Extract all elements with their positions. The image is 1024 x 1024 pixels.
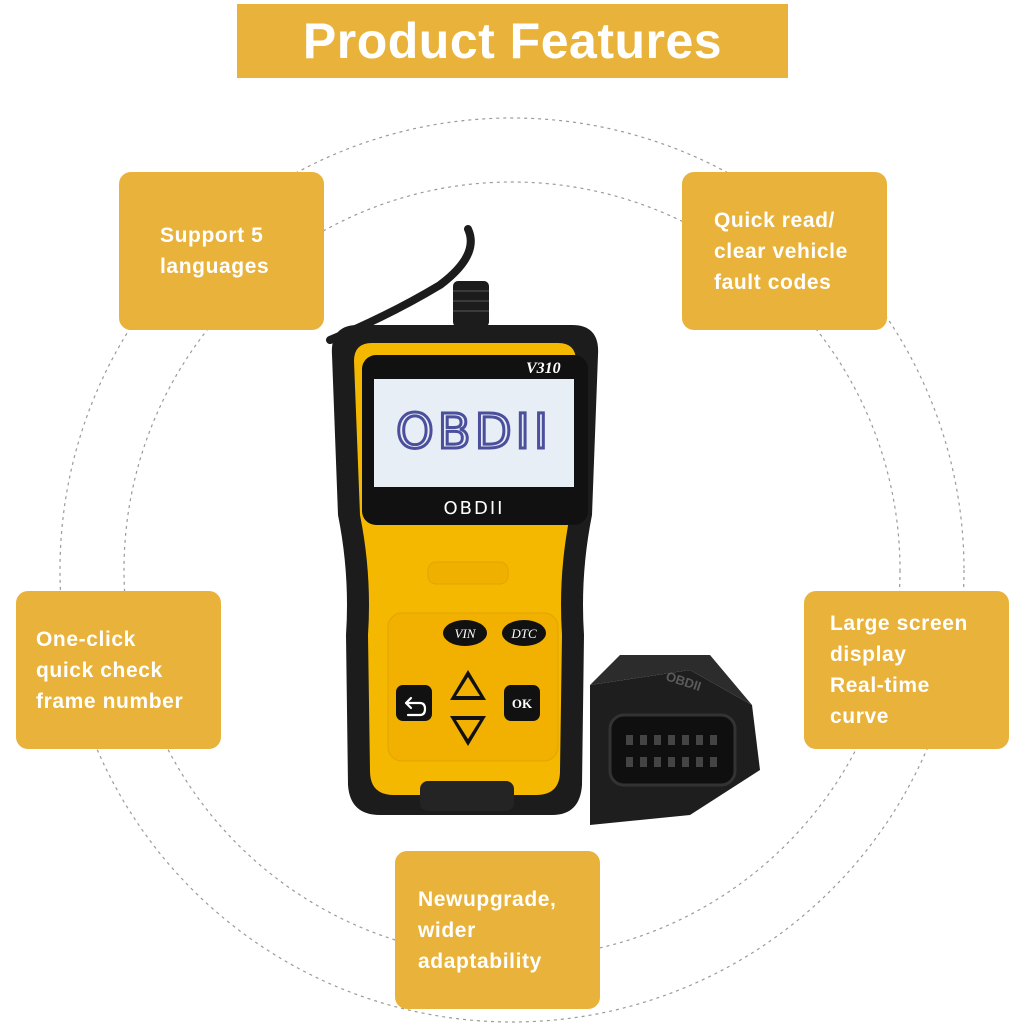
- cable-strain-relief: [453, 281, 489, 327]
- outer-dashed-ring: [59, 117, 965, 1023]
- model-label: V310: [526, 360, 561, 377]
- pin: [654, 735, 661, 745]
- return-arrow-icon: [404, 696, 427, 717]
- pin: [696, 757, 703, 767]
- pin: [640, 735, 647, 745]
- triangle-down-inner: [456, 720, 480, 739]
- feature-box-frame-number: One-click quick check frame number: [16, 591, 221, 749]
- vin-button-label: VIN: [455, 626, 477, 641]
- pin: [640, 757, 647, 767]
- pin: [668, 735, 675, 745]
- feature-line: Quick read/: [714, 208, 835, 232]
- feature-line: frame number: [36, 689, 184, 713]
- connector-top: [590, 655, 752, 705]
- pin: [710, 735, 717, 745]
- pin: [682, 735, 689, 745]
- connector-port: [608, 713, 737, 787]
- pin: [626, 735, 633, 745]
- pin: [668, 757, 675, 767]
- feature-line: Newupgrade,: [418, 887, 557, 911]
- lcd-screen: [374, 379, 574, 487]
- down-button[interactable]: [450, 716, 486, 746]
- ok-button-label: OK: [512, 696, 533, 711]
- feature-line: languages: [160, 255, 270, 278]
- cable: [326, 225, 475, 344]
- feature-box-large-screen: Large screen display Real-time curve: [804, 591, 1009, 749]
- pin: [696, 735, 703, 745]
- connector-pins: [626, 735, 717, 767]
- feature-box-adaptability: Newupgrade, wider adaptability: [395, 851, 600, 1009]
- bottom-foot: [420, 781, 514, 811]
- pin: [626, 757, 633, 767]
- bezel-logo: OBDII: [444, 498, 505, 519]
- vin-button[interactable]: VIN: [443, 620, 487, 646]
- screen-logo: OBDII: [396, 404, 552, 460]
- feature-line: Real-time: [830, 674, 930, 697]
- feature-line: curve: [830, 705, 890, 728]
- title-banner: Product Features: [237, 4, 788, 78]
- triangle-up-inner: [456, 677, 480, 696]
- dtc-button[interactable]: DTC: [502, 620, 546, 646]
- page-title: Product Features: [302, 13, 723, 69]
- up-button[interactable]: [450, 670, 486, 700]
- feature-line: display: [830, 643, 907, 666]
- pin: [682, 757, 689, 767]
- feature-box-languages: Support 5 languages: [119, 172, 324, 330]
- feature-line: wider: [418, 918, 476, 942]
- feature-box-fault-codes: Quick read/ clear vehicle fault codes: [682, 172, 887, 330]
- feature-line: clear vehicle: [714, 239, 848, 263]
- grip-ridge: [427, 561, 509, 585]
- feature-line: quick check: [36, 658, 163, 682]
- feature-line: fault codes: [714, 270, 832, 294]
- ok-button[interactable]: OK: [504, 685, 540, 721]
- feature-line: Large screen: [830, 612, 968, 635]
- dtc-button-label: DTC: [510, 626, 537, 641]
- feature-line: Support 5: [160, 224, 264, 247]
- feature-line: One-click: [36, 627, 136, 651]
- back-button[interactable]: [396, 685, 432, 721]
- obd-connector: OBDII: [590, 655, 760, 825]
- pin: [654, 757, 661, 767]
- dtc-button-shape: [502, 620, 546, 646]
- vin-button-shape: [443, 620, 487, 646]
- feature-line: adaptability: [418, 949, 542, 973]
- obd-scanner-device: OBDII V310 OBDII OBDII VIN DTC OK: [326, 225, 760, 825]
- pin: [710, 757, 717, 767]
- ok-button-shape: [504, 685, 540, 721]
